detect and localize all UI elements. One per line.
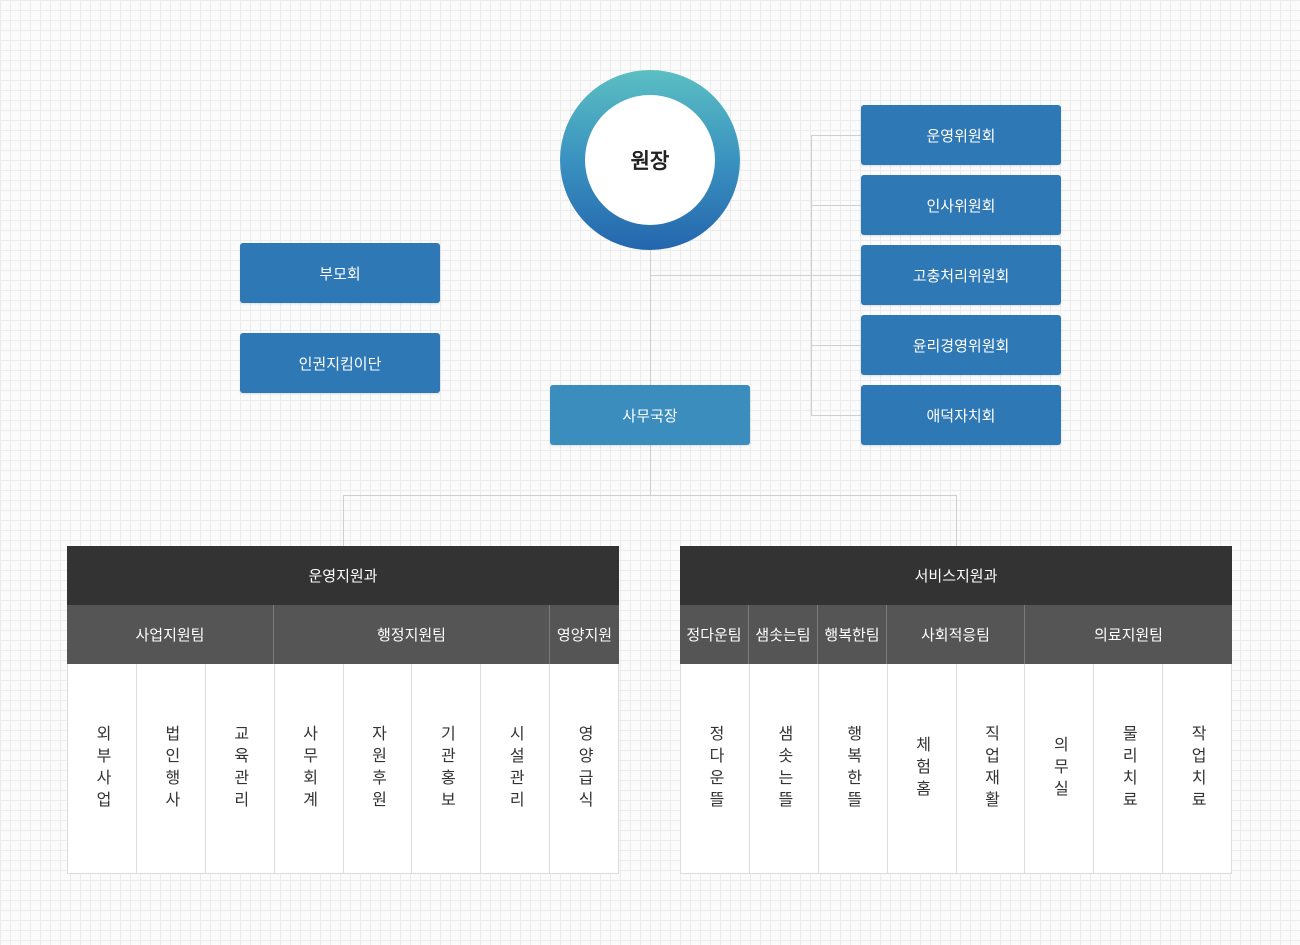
committee-box: 운영위원회 xyxy=(861,105,1061,165)
director-node: 원장 xyxy=(560,70,740,250)
connector-line xyxy=(811,205,861,206)
task-label: 체험홈 xyxy=(912,735,932,802)
task-label: 기관홍보 xyxy=(437,724,457,813)
team-cell: 사업지원팀 xyxy=(67,605,274,664)
task-label: 의무실 xyxy=(1050,735,1070,802)
task-label: 행복한뜰 xyxy=(843,724,863,813)
committee-box: 고충처리위원회 xyxy=(861,245,1061,305)
committee-box: 인사위원회 xyxy=(861,175,1061,235)
connector-line xyxy=(650,445,651,495)
task-label: 교육관리 xyxy=(230,724,250,813)
connector-line xyxy=(811,275,861,276)
task-cell: 자원후원 xyxy=(344,664,413,873)
task-cell: 물리치료 xyxy=(1094,664,1164,873)
task-label: 물리치료 xyxy=(1119,724,1139,813)
team-cell: 영양지원 xyxy=(556,626,613,644)
task-label: 작업치료 xyxy=(1188,724,1208,813)
task-cell: 기관홍보 xyxy=(412,664,482,873)
connector-line xyxy=(811,135,861,136)
secretary-general-box: 사무국장 xyxy=(550,385,750,445)
side-group-box: 부모회 xyxy=(240,243,440,303)
task-cell: 샘솟는뜰 xyxy=(750,664,819,873)
task-cell: 영양급식 xyxy=(550,664,618,873)
task-row: 정다운뜰 샘솟는뜰 행복한뜰 체험홈 직업재활 의무실 물리치료 작업치료 xyxy=(680,664,1232,874)
task-label: 법인행사 xyxy=(161,724,181,813)
team-cell: 의료지원팀 xyxy=(1093,626,1163,644)
department-services: 서비스지원과 정다운팀 샘솟는팀 행복한팀 사회적응팀 의료지원팀 정다운뜰 샘… xyxy=(680,546,1232,874)
task-cell: 외부사업 xyxy=(68,664,137,873)
connector-line xyxy=(811,415,861,416)
task-cell: 체험홈 xyxy=(888,664,957,873)
connector-line xyxy=(811,345,861,346)
team-row: 사업지원팀 행정지원팀 영양지원 xyxy=(67,605,619,664)
task-cell: 법인행사 xyxy=(137,664,206,873)
task-row: 외부사업 법인행사 교육관리 사무회계 자원후원 기관홍보 시설관리 영양급식 xyxy=(67,664,619,874)
task-cell: 작업치료 xyxy=(1163,664,1231,873)
task-cell: 행복한뜰 xyxy=(819,664,888,873)
department-operations: 운영지원과 사업지원팀 행정지원팀 영양지원 외부사업 법인행사 교육관리 사무… xyxy=(67,546,619,874)
connector-line xyxy=(956,495,957,546)
task-label: 사무회계 xyxy=(299,724,319,813)
task-label: 정다운뜰 xyxy=(705,724,725,813)
department-title: 운영지원과 xyxy=(67,546,619,605)
task-cell: 정다운뜰 xyxy=(681,664,750,873)
task-label: 시설관리 xyxy=(506,724,526,813)
task-cell: 사무회계 xyxy=(275,664,344,873)
team-cell: 샘솟는팀 xyxy=(749,605,818,664)
committee-box: 애덕자치회 xyxy=(861,385,1061,445)
task-cell: 의무실 xyxy=(1025,664,1095,873)
task-label: 자원후원 xyxy=(368,724,388,813)
task-label: 직업재활 xyxy=(981,724,1001,813)
team-row: 정다운팀 샘솟는팀 행복한팀 사회적응팀 의료지원팀 xyxy=(680,605,1232,664)
connector-line xyxy=(343,495,957,496)
team-cell: 행정지원팀 xyxy=(274,605,550,664)
team-cell: 행복한팀 xyxy=(818,605,887,664)
task-cell: 직업재활 xyxy=(957,664,1026,873)
task-label: 샘솟는뜰 xyxy=(774,724,794,813)
task-label: 영양급식 xyxy=(575,724,595,813)
department-title: 서비스지원과 xyxy=(680,546,1232,605)
team-cell: 사회적응팀 xyxy=(887,605,1025,664)
team-cell: 정다운팀 xyxy=(680,605,749,664)
connector-line xyxy=(650,275,811,276)
connector-line xyxy=(343,495,344,546)
task-cell: 시설관리 xyxy=(481,664,551,873)
task-label: 외부사업 xyxy=(92,724,112,813)
connector-line xyxy=(650,250,651,385)
side-group-box: 인권지킴이단 xyxy=(240,333,440,393)
director-label: 원장 xyxy=(585,95,715,225)
committee-box: 윤리경영위원회 xyxy=(861,315,1061,375)
task-cell: 교육관리 xyxy=(206,664,275,873)
